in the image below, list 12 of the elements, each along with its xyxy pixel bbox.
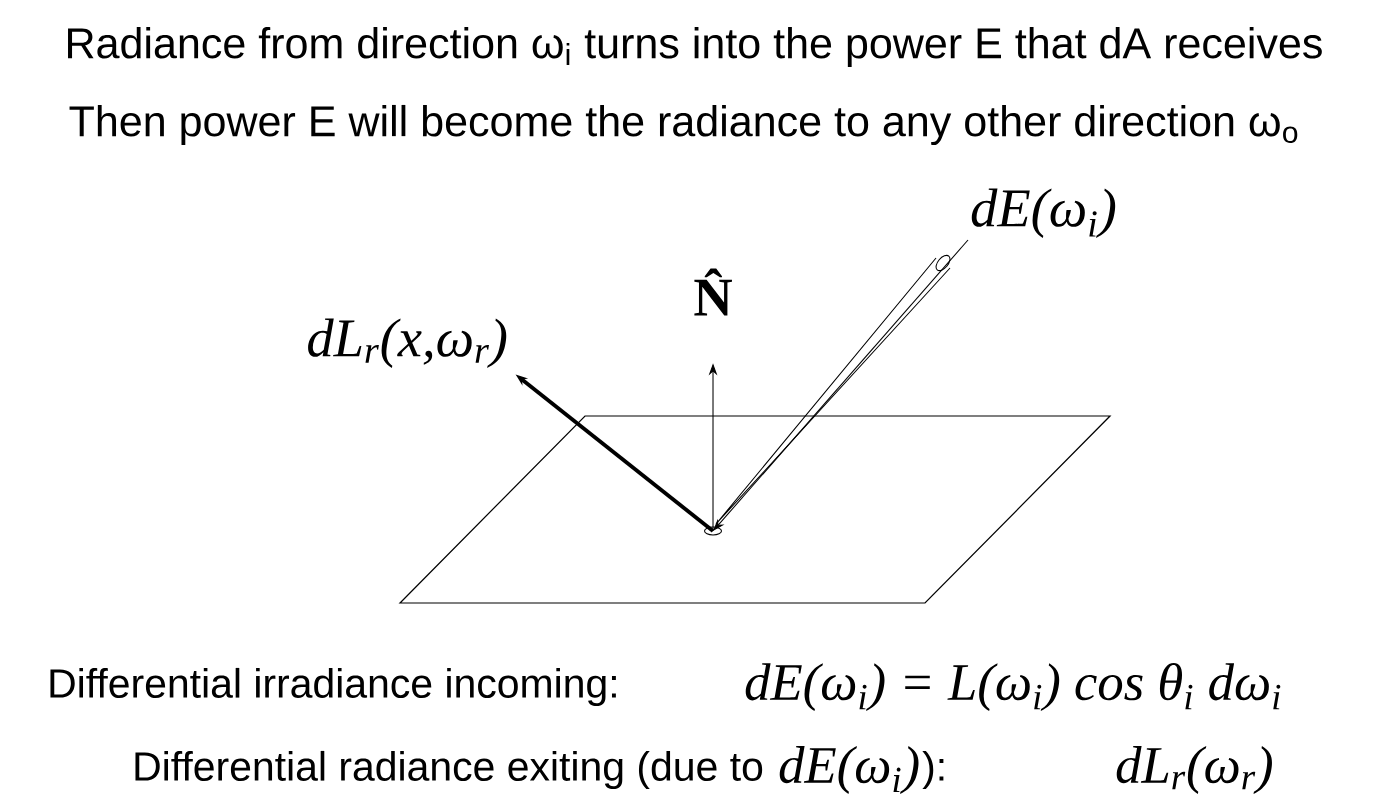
heading: Then power E will become the radiance to any other direction ω$_{o}$ (69, 104, 1298, 146)
area-element (704, 526, 723, 536)
heading: Radiance from direction ω$_{i}$ turns into the power E that dA receives (68, 26, 1322, 68)
formula: dL$_{r}$(ω$_{r}$) (1116, 746, 1272, 794)
math-label: dL$_{r}$(x,ω$_{r}$) (308, 318, 507, 368)
text-label: ): (922, 750, 944, 790)
math-label: N̂ (694, 268, 732, 316)
text-label: Differential radiance exiting (due to (135, 750, 763, 790)
math-label: dE(ω$_{i}$) (971, 188, 1116, 238)
formula: dE(ω$_{i}$) (779, 746, 919, 794)
text-label: Differential irradiance incoming: (50, 667, 616, 707)
formula: dE(ω$_{i}$) = L(ω$_{i}$) cos θ$_{i}$ dω$_{i}$ (745, 662, 1281, 712)
